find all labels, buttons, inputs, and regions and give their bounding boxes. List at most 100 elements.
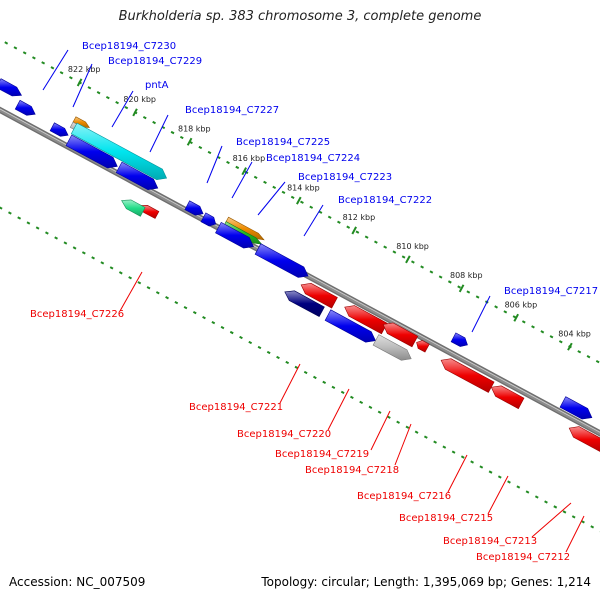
guide-dot (521, 320, 526, 324)
guide-dot (170, 130, 175, 135)
guide-dot (460, 455, 465, 459)
guide-dot (577, 350, 582, 354)
top-gene-label: Bcep18194_C7227 (185, 105, 279, 116)
guide-dot (544, 500, 548, 504)
guide-dot (346, 225, 351, 229)
label-leader-line (119, 271, 143, 312)
guide-dot (516, 485, 521, 489)
guide-dot (192, 311, 197, 315)
gene-arrow-blue (254, 243, 309, 278)
bottom-gene-label: Bcep18194_C7215 (399, 513, 493, 524)
kbp-label: 806 kbp (505, 300, 538, 309)
guide-dot (531, 325, 535, 329)
gene-arrow-blue (450, 332, 468, 347)
guide-dot (331, 385, 336, 389)
guide-dot (534, 495, 539, 499)
guide-dot (0, 206, 3, 210)
kbp-label: 808 kbp (450, 271, 483, 280)
guide-dot (263, 180, 267, 184)
guide-dot (383, 245, 388, 249)
guide-dot (423, 435, 428, 439)
gene-arrow-blue (200, 212, 217, 227)
label-leader-line (72, 63, 93, 108)
guide-dot (272, 185, 277, 189)
guide-dot (152, 120, 156, 125)
guide-dot (183, 306, 188, 310)
bottom-gene-label: Bcep18194_C7220 (237, 429, 331, 440)
bottom-gene-label: Bcep18194_C7212 (476, 552, 570, 563)
label-leader-line (206, 145, 223, 184)
kbp-label: 818 kbp (178, 124, 211, 133)
guide-dot (137, 281, 142, 285)
label-leader-line (565, 515, 585, 553)
gene-arrow-grey (372, 334, 412, 361)
guide-dot (420, 265, 424, 269)
top-gene-label: Bcep18194_C7217 (504, 286, 598, 297)
guide-dot (392, 250, 397, 254)
gene-arrow-red (440, 358, 495, 393)
gene-arrow-red (568, 426, 600, 452)
gene-arrow-seagreen (121, 199, 146, 217)
gene-arrow-navy (284, 290, 325, 318)
gene-arrow-red (300, 282, 338, 309)
top-gene-label: Bcep18194_C7230 (82, 41, 176, 52)
guide-dot (8, 211, 12, 215)
guide-dot (581, 520, 585, 524)
label-leader-line (279, 363, 301, 404)
guide-dot (226, 160, 230, 165)
guide-dot (22, 51, 27, 55)
guide-dot (239, 335, 243, 340)
outer-dotted-guide (4, 41, 600, 364)
guide-dot (405, 425, 410, 429)
top-gene-label: Bcep18194_C7225 (236, 137, 330, 148)
accession-text: Accession: NC_007509 (9, 575, 146, 589)
guide-dot (475, 295, 480, 299)
top-gene-label: pntA (145, 80, 169, 91)
guide-dot (355, 230, 360, 234)
guide-dot (155, 291, 160, 295)
guide-dot (91, 256, 95, 260)
guide-dot (69, 76, 73, 80)
gene-arrow-cyan (70, 122, 168, 181)
label-leader-line (471, 295, 491, 333)
guide-dot (105, 96, 110, 100)
guide-dot (494, 305, 498, 309)
guide-dot (350, 395, 354, 399)
guide-dot (128, 276, 132, 280)
guide-dot (359, 400, 364, 404)
guide-dot (470, 460, 474, 464)
guide-dot (466, 290, 471, 294)
label-leader-line (447, 454, 468, 493)
bottom-gene-label: Bcep18194_C7213 (443, 536, 537, 547)
label-leader-line (257, 181, 286, 216)
label-leader-line (487, 475, 509, 515)
guide-dot (447, 280, 452, 284)
guide-dot (377, 410, 382, 414)
gene-arrow-red (382, 322, 419, 348)
guide-dot (54, 236, 58, 240)
gene-arrow-blue (324, 309, 376, 343)
guide-dot (115, 101, 119, 105)
guide-dot (72, 246, 77, 250)
bottom-gene-labels: Bcep18194_C7226Bcep18194_C7221Bcep18194_… (30, 271, 585, 563)
guide-dot (595, 360, 600, 364)
guide-dot (411, 260, 415, 264)
guide-dot (300, 200, 304, 204)
guide-dot (202, 316, 206, 320)
guide-dot (503, 310, 508, 314)
kbp-label: 814 kbp (287, 183, 320, 192)
guide-dot (35, 226, 40, 230)
kbp-tick (241, 167, 247, 176)
guide-dot (558, 340, 563, 344)
topology-text: Topology: circular; Length: 1,395,069 bp… (261, 575, 591, 589)
guide-dot (364, 235, 369, 239)
guide-dot (179, 135, 184, 140)
guide-dot (540, 330, 545, 334)
guide-dot (13, 46, 18, 50)
kbp-label: 804 kbp (558, 329, 591, 338)
guide-dot (442, 445, 447, 449)
guide-dot (457, 285, 461, 289)
guide-dot (507, 480, 511, 484)
guide-dot (281, 190, 286, 194)
guide-dot (26, 221, 31, 225)
